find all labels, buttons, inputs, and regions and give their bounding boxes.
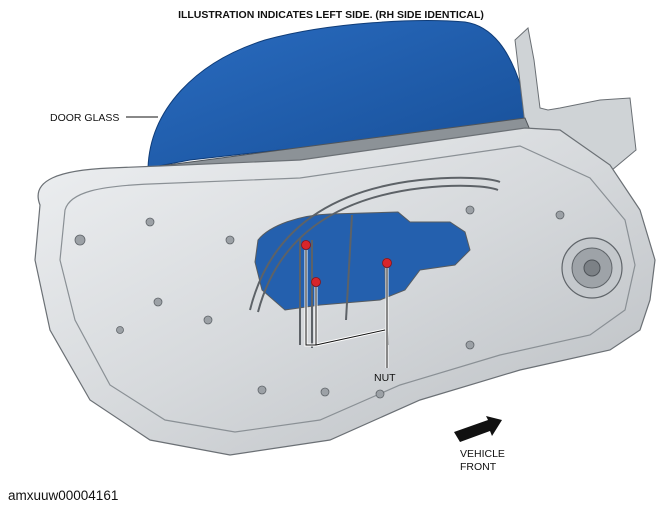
- nut-marker: [311, 277, 321, 287]
- nut-marker: [382, 258, 392, 268]
- nut-markers: [301, 240, 392, 287]
- nut-label: NUT: [374, 372, 396, 384]
- service-hole: [254, 211, 471, 311]
- vehicle-front-label: VEHICLE FRONT: [460, 448, 505, 474]
- reference-code: amxuuw00004161: [8, 488, 119, 503]
- vehicle-front-line1: VEHICLE: [460, 448, 505, 460]
- door-glass-label: DOOR GLASS: [50, 112, 120, 124]
- vehicle-front-line2: FRONT: [460, 461, 497, 473]
- illustration-title: ILLUSTRATION INDICATES LEFT SIDE. (RH SI…: [178, 9, 484, 21]
- door-inner-flange: [59, 145, 636, 433]
- speaker: [561, 237, 623, 299]
- nut-marker: [301, 240, 311, 250]
- nut-callout-lines-ink: [305, 250, 388, 368]
- vehicle-front-arrow: [454, 416, 502, 442]
